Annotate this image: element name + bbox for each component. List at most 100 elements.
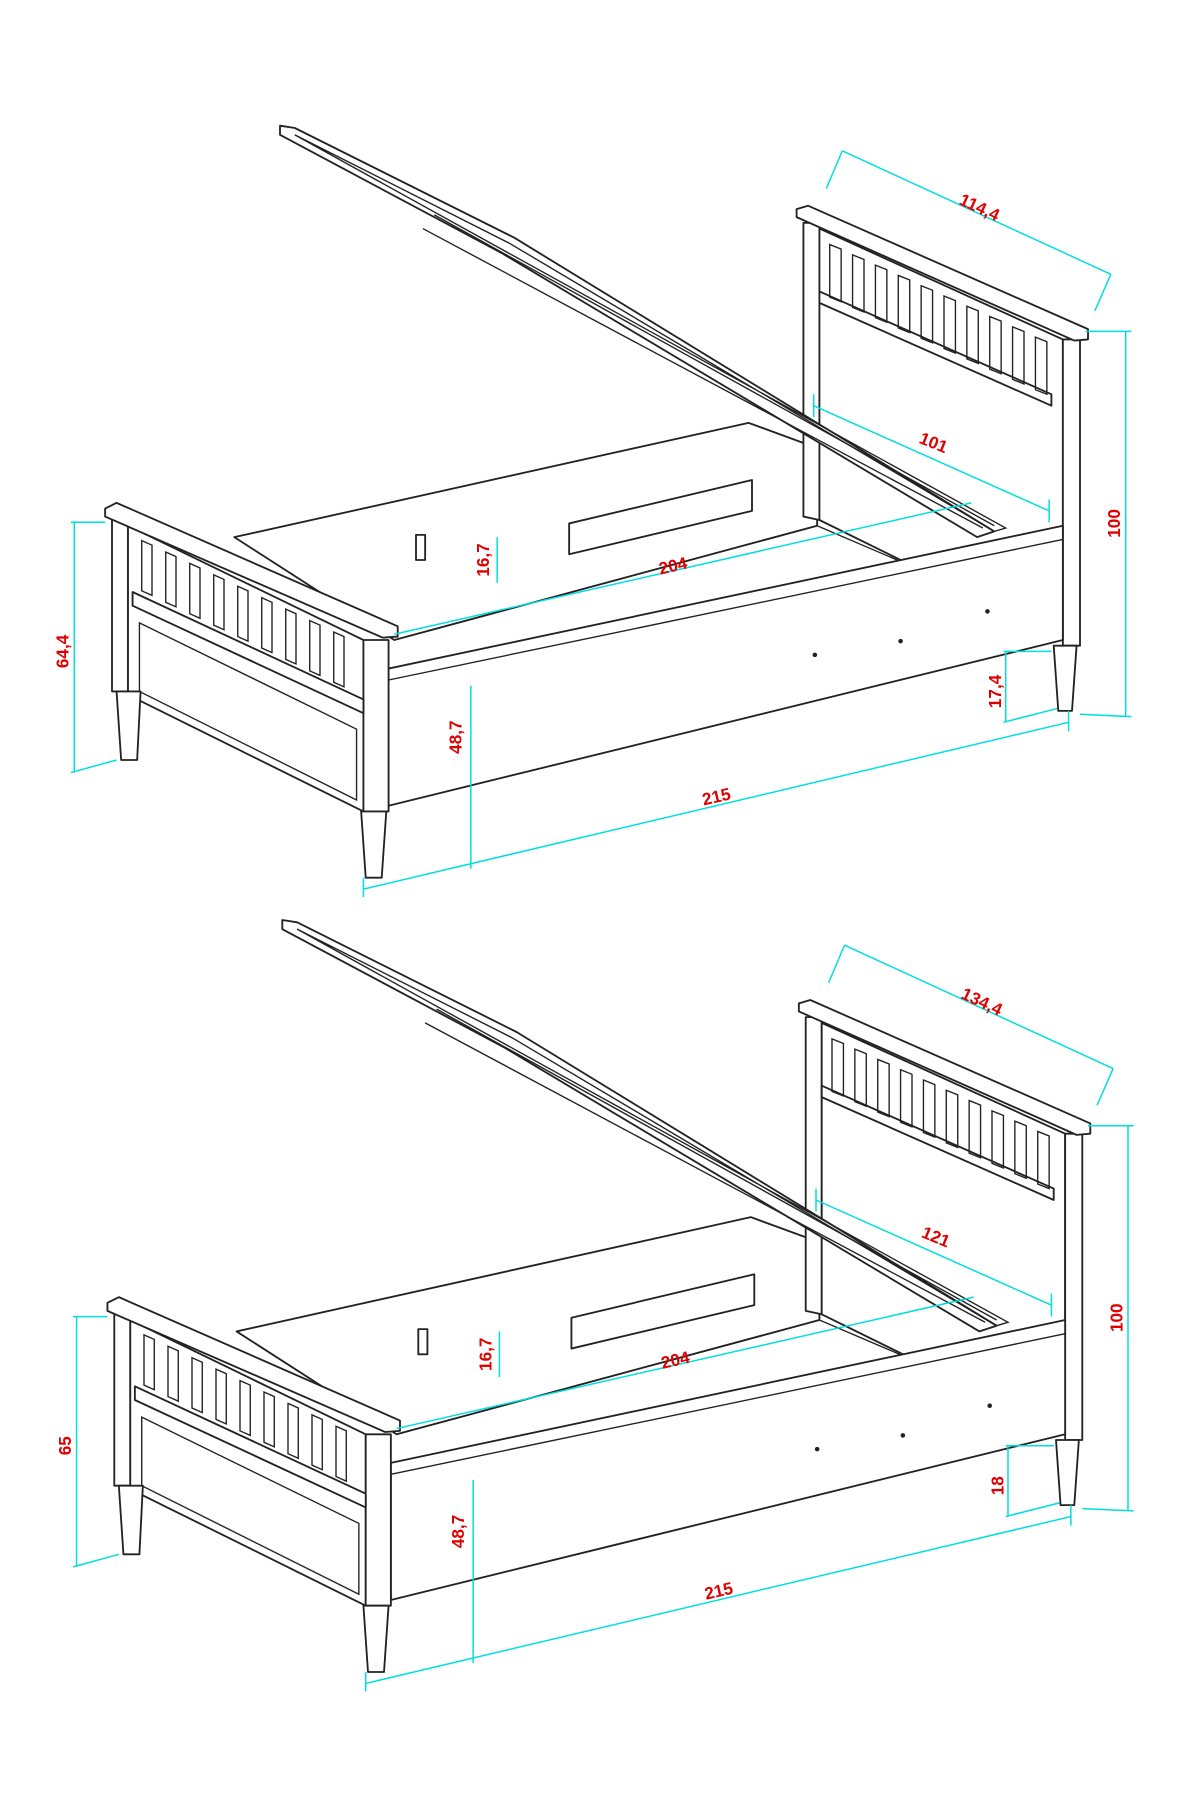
bolt-hole — [812, 652, 818, 658]
height_footboard-label: 65 — [55, 1436, 75, 1456]
headboard-slat — [899, 1068, 913, 1128]
headboard-slat — [831, 1037, 845, 1098]
footboard-inset-panel — [138, 621, 358, 802]
bolt-hole — [900, 1433, 906, 1438]
footboard-slat — [165, 550, 177, 608]
width-label: 134,4 — [958, 983, 1006, 1019]
headboard-slat — [945, 1089, 959, 1149]
headboard-slat — [877, 1058, 890, 1118]
footboard-slat — [167, 1345, 179, 1403]
height_headboard-label: 100 — [1106, 1303, 1126, 1332]
headboard-cap — [795, 204, 1089, 342]
height_headboard-label: 100 — [1104, 509, 1124, 538]
headboard-left-post — [802, 221, 821, 521]
headboard-slat — [829, 243, 842, 303]
gas-strut — [422, 227, 984, 529]
headboard-left-post — [804, 1016, 823, 1316]
gas-strut — [436, 1008, 997, 1321]
interior-edge — [396, 1319, 820, 1435]
footboard-slat — [189, 562, 201, 620]
bolt-hole — [898, 638, 903, 644]
headboard-slat — [920, 284, 934, 344]
footboard-cap — [104, 501, 399, 639]
height_footboard-dimension-line — [72, 1553, 120, 1568]
height_headboard-dimension-line — [1082, 1507, 1134, 1512]
headboard-right-post — [1064, 1132, 1084, 1441]
headboard-right-post — [1061, 338, 1081, 647]
width-dimension-line — [841, 150, 1112, 275]
footboard-cap — [106, 1296, 401, 1433]
lift-lid-lower — [294, 134, 1008, 533]
footboard-slat — [261, 596, 273, 654]
headboard-slat — [991, 1109, 1005, 1170]
headboard-slat — [1034, 336, 1048, 396]
headboard-slat — [922, 1078, 936, 1139]
footboard-slat — [285, 608, 297, 666]
footboard-slat — [263, 1390, 275, 1448]
footboard-rail — [133, 1385, 367, 1509]
inner_depth-label: 16,7 — [473, 543, 493, 576]
headboard-rail — [820, 1084, 1055, 1201]
footboard-slat — [335, 1425, 347, 1483]
headboard-slat — [854, 1048, 867, 1108]
lift-lid-lower — [296, 928, 1010, 1327]
length-label: 215 — [702, 1578, 735, 1604]
headboard-rail — [818, 290, 1053, 407]
lid_width-dimension-line — [815, 1199, 1052, 1306]
headboard-slat — [968, 1099, 982, 1159]
footboard-rail — [131, 591, 365, 715]
footboard-left-leg — [117, 1484, 144, 1556]
headboard-slat — [1014, 1120, 1027, 1180]
bolt-hole — [985, 609, 990, 614]
length-dimension-line — [365, 1515, 1072, 1685]
footboard-inset-panel — [141, 1416, 360, 1596]
width-label: 114,4 — [956, 189, 1003, 225]
leg_height-label: 18 — [987, 1476, 1007, 1495]
interior-edge — [394, 525, 818, 641]
footboard-slat — [237, 585, 249, 643]
headboard-slat — [897, 274, 911, 334]
interior-crossbar — [816, 525, 898, 561]
footboard-right-leg — [360, 810, 388, 879]
headboard-leg — [1055, 1439, 1080, 1507]
footboard-right-leg — [362, 1604, 390, 1673]
bolt-hole — [987, 1403, 992, 1408]
footboard-slat — [311, 1413, 323, 1471]
footboard-slat — [287, 1402, 299, 1460]
inner_depth-label: 16,7 — [475, 1338, 495, 1371]
gas-strut — [433, 214, 995, 527]
gas-strut — [424, 1022, 986, 1323]
footboard-slat — [141, 539, 153, 597]
footboard-slat — [215, 1368, 227, 1426]
side_height-label: 48,7 — [448, 1515, 468, 1548]
inner_length-dimension-line — [396, 1296, 974, 1430]
footboard-slat — [213, 573, 225, 631]
lid_width-dimension-line — [813, 405, 1050, 512]
latch-hook — [415, 533, 427, 561]
side-rail-edge — [390, 1333, 1066, 1475]
headboard-cap — [797, 999, 1092, 1136]
side_height-label: 48,7 — [446, 720, 466, 753]
width-dimension-line — [827, 944, 846, 984]
side-rail-edge — [388, 538, 1063, 681]
height_headboard-dimension-line — [1079, 713, 1132, 718]
footboard-left-post — [111, 519, 129, 693]
headboard-slat — [1037, 1130, 1050, 1190]
bracket-plate — [570, 1273, 756, 1350]
headboard-slat — [989, 315, 1002, 375]
inner_length-dimension-line — [394, 502, 972, 636]
leg_height-label: 17,4 — [985, 674, 1005, 708]
headboard-slat — [966, 305, 979, 365]
width-dimension-line — [1094, 273, 1112, 312]
footboard-slat — [143, 1333, 155, 1391]
bracket-plate — [568, 479, 753, 556]
headboard-slat — [851, 253, 865, 314]
latch-hook — [417, 1328, 429, 1356]
width-dimension-line — [825, 150, 843, 189]
length-dimension-line — [363, 721, 1069, 890]
height_footboard-label: 64,4 — [53, 634, 73, 668]
footboard-right-post — [362, 639, 390, 813]
length-label: 215 — [700, 783, 733, 809]
